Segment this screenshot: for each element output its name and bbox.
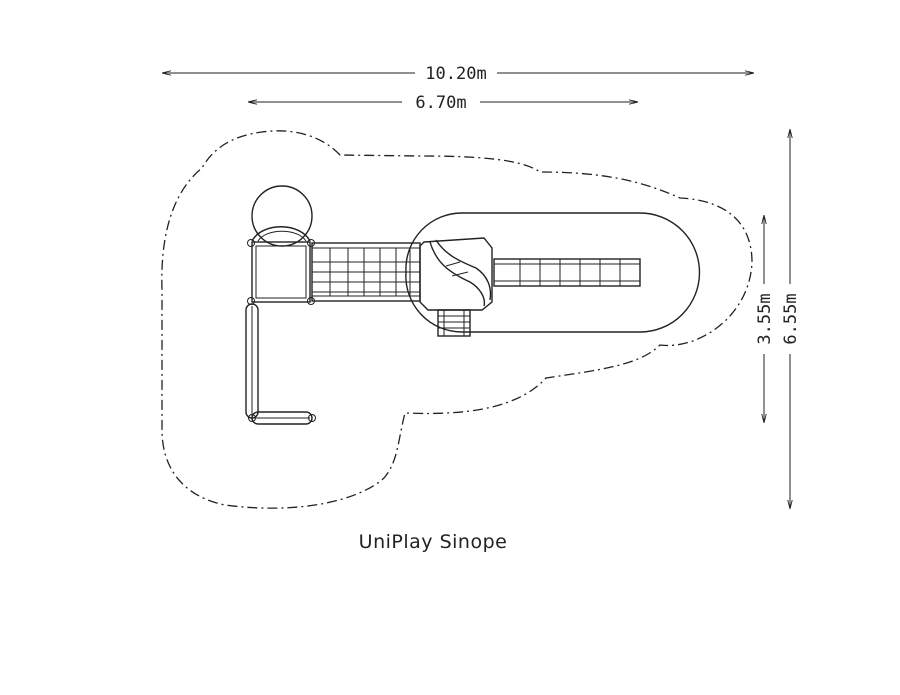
- dimension-label-structure-width: 6.70m: [415, 93, 466, 113]
- dimension-label-structure-depth: 3.55m: [755, 293, 775, 344]
- dimension-total-depth: 6.55m: [781, 130, 801, 508]
- safety-zone-outline: [161, 130, 753, 509]
- balance-beam: [245, 303, 316, 425]
- dimension-structure-depth: 3.55m: [755, 216, 775, 422]
- slide-zone-outline: [405, 212, 701, 333]
- dimension-total-width: 10.20m: [163, 64, 753, 84]
- dimension-label-total-width: 10.20m: [425, 64, 486, 84]
- net-bridge: [311, 242, 421, 302]
- product-name-caption: UniPlay Sinope: [359, 531, 508, 553]
- slide-tower: [419, 237, 493, 311]
- dimension-structure-width: 6.70m: [249, 93, 637, 113]
- tower-platform: [247, 239, 315, 305]
- slide: [493, 258, 641, 287]
- dimension-label-total-depth: 6.55m: [781, 293, 801, 344]
- access-steps: [437, 309, 471, 337]
- dome-roof: [251, 185, 313, 247]
